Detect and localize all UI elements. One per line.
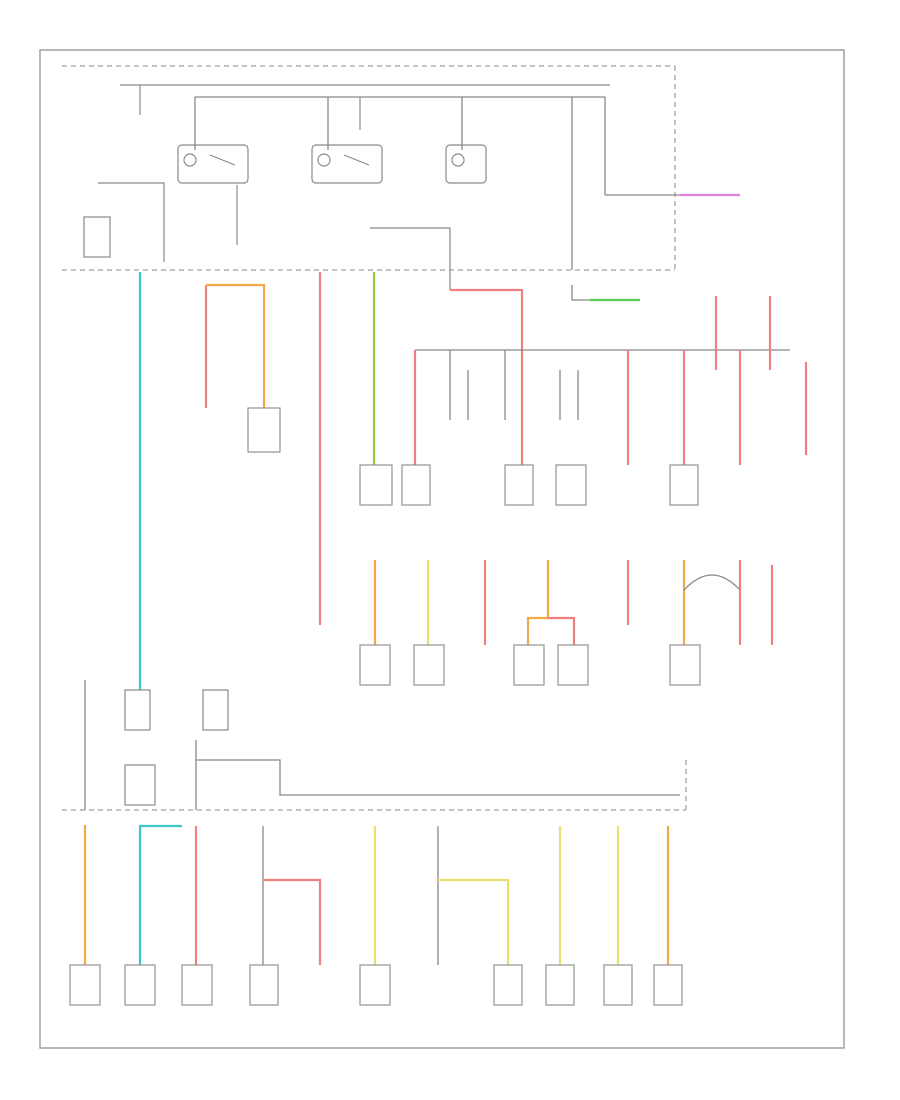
bottom-relay-2 — [202, 689, 229, 731]
connector-bottom-3 — [181, 964, 213, 1006]
connector-low-2 — [413, 644, 445, 686]
relay-3 — [445, 144, 487, 184]
connector-low-5 — [669, 644, 701, 686]
mid-circuits — [138, 272, 808, 690]
connector-low-3 — [513, 644, 545, 686]
bottom-module — [124, 764, 156, 806]
connector-bottom-1 — [69, 964, 101, 1006]
relay-1 — [177, 144, 249, 184]
diagram-frame — [39, 49, 845, 1049]
connector-bottom-9 — [653, 964, 683, 1006]
connector-mid-6 — [669, 464, 699, 506]
connector-bottom-5 — [359, 964, 391, 1006]
connector-mid-5 — [555, 464, 587, 506]
connector-low-1 — [359, 644, 391, 686]
connector-mid-2 — [359, 464, 393, 506]
connector-mid-3 — [401, 464, 431, 506]
connector-bottom-6 — [493, 964, 523, 1006]
bottom-power-distribution — [62, 680, 687, 1006]
bottom-relay-1 — [124, 689, 151, 731]
connector-mid-4 — [504, 464, 534, 506]
connector-mid-1 — [247, 407, 281, 453]
orange-wire-1 — [206, 283, 266, 408]
connector-bottom-7 — [545, 964, 575, 1006]
red-wire-3 — [450, 288, 524, 465]
connector-low-4 — [557, 644, 589, 686]
connector-bottom-4 — [249, 964, 279, 1006]
connector-bottom-8 — [603, 964, 633, 1006]
top-left-module — [83, 216, 111, 258]
top-power-distribution — [62, 65, 740, 290]
lower-circuits — [359, 560, 774, 686]
relay-2 — [311, 144, 383, 184]
connector-bottom-2 — [124, 964, 156, 1006]
bottom-bus — [196, 759, 680, 796]
